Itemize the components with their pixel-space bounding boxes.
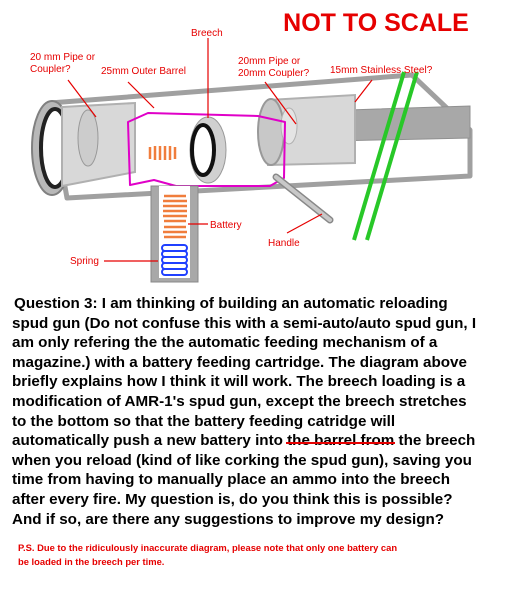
question-line: after every fire. My question is, do you…: [12, 490, 453, 508]
label-pipe-left-line1: 20 mm Pipe or: [30, 52, 96, 63]
label-stainless-steel: 15mm Stainless Steel?: [330, 65, 433, 76]
question-line-part: the breech: [394, 432, 476, 450]
not-to-scale-title: NOT TO SCALE: [283, 9, 469, 37]
label-pipe-left-line2: Coupler?: [30, 64, 71, 75]
battery-cartridge: [150, 185, 199, 283]
ps-note: P.S. Due to the ridiculously inaccurate …: [18, 541, 498, 569]
question-line: spud gun (Do not confuse this with a sem…: [12, 314, 477, 332]
label-spring: Spring: [70, 256, 99, 267]
cartridge-batteries: [163, 194, 187, 239]
label-pipe-right-line1: 20mm Pipe or: [238, 56, 301, 67]
breech-battery: [147, 146, 179, 160]
ps-line: be loaded in the breech per time.: [18, 556, 165, 567]
spring: [161, 244, 188, 276]
question-line: briefly explains how I think it will wor…: [12, 373, 466, 391]
struck-text: the barrel from: [287, 432, 395, 450]
question-line: magazine.) with a battery feeding cartri…: [12, 353, 467, 371]
stainless-steel-rods: [352, 71, 419, 241]
gun-diagram: NOT TO SCALE: [30, 9, 473, 283]
inner-pipe-right: [257, 93, 471, 167]
ps-line: P.S. Due to the ridiculously inaccurate …: [18, 542, 398, 553]
question-line-part: automatically push a new battery into: [12, 432, 288, 450]
inner-pipe-left: [61, 101, 136, 188]
label-breech: Breech: [191, 28, 223, 39]
question-text: Question 3: I am thinking of building an…: [12, 294, 508, 529]
label-pipe-right-line2: 20mm Coupler?: [238, 68, 310, 79]
question-line: modification of AMR-1's spud gun, except…: [12, 392, 467, 410]
question-line: And if so, are there any suggestions to …: [12, 510, 445, 528]
question-line: time from having to manually place an am…: [12, 471, 450, 489]
question-line: Question 3: I am thinking of building an…: [14, 295, 448, 312]
question-line: to the bottom so that the battery feedin…: [12, 412, 396, 430]
handle: [272, 173, 334, 224]
question-line: when you reload (kind of like corking th…: [12, 451, 472, 469]
label-outer-barrel: 25mm Outer Barrel: [101, 66, 186, 77]
label-handle: Handle: [268, 238, 300, 249]
leader-lines: [67, 38, 373, 262]
question-line-strikethrough: automatically push a new battery into th…: [12, 431, 508, 451]
label-battery: Battery: [210, 220, 242, 231]
question-line: am only refering the the automatic feedi…: [12, 334, 438, 352]
